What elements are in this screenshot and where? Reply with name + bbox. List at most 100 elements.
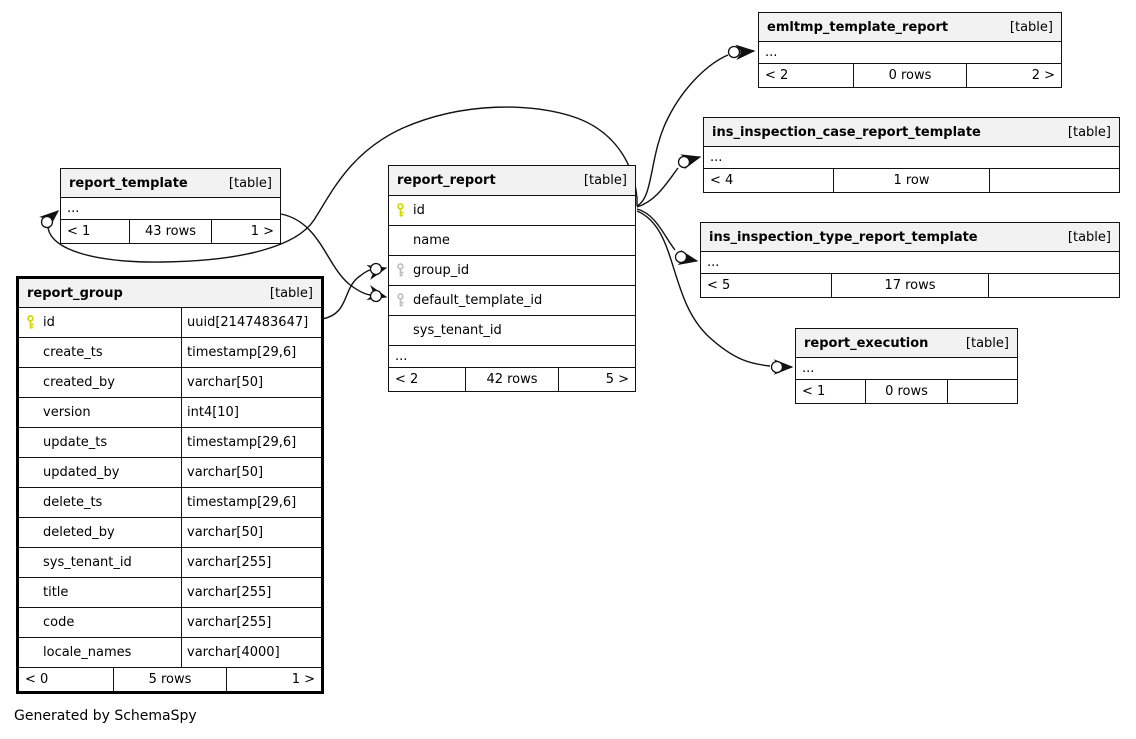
column-name: locale_names — [43, 645, 132, 660]
relation-endpoint-circle — [677, 155, 691, 169]
primary-key-icon — [395, 203, 409, 218]
table-ins-inspection-type-report-template: ins_inspection_type_report_template [tab… — [700, 222, 1120, 298]
table-name: ins_inspection_case_report_template — [712, 124, 981, 140]
column-name: delete_ts — [43, 495, 103, 510]
table-footer: < 1 0 rows — [796, 380, 1017, 403]
table-name: ins_inspection_type_report_template — [709, 229, 978, 245]
hidden-columns-row: ... — [701, 252, 1119, 274]
table-header[interactable]: report_group [table] — [19, 279, 321, 308]
column-row-update-ts: update_ts timestamp[29,6] — [19, 428, 321, 458]
column-name: group_id — [413, 263, 470, 278]
column-row-version: version int4[10] — [19, 398, 321, 428]
column-type: varchar[50] — [181, 518, 321, 547]
table-name: emltmp_template_report — [767, 19, 949, 35]
footer-row-count: 43 rows — [128, 220, 213, 243]
table-footer: < 1 43 rows 1 > — [61, 220, 280, 243]
column-type: timestamp[29,6] — [181, 428, 321, 457]
column-type: timestamp[29,6] — [181, 488, 321, 517]
table-name: report_template — [69, 175, 188, 191]
table-type-tag: [table] — [269, 285, 313, 301]
table-name: report_group — [27, 285, 123, 301]
table-header[interactable]: emltmp_template_report [table] — [759, 13, 1061, 42]
relation-endpoint-circle — [727, 45, 741, 59]
footer-parent-count: < 4 — [710, 173, 734, 188]
table-type-tag: [table] — [1009, 19, 1053, 35]
table-ins-inspection-case-report-template: ins_inspection_case_report_template [tab… — [703, 117, 1120, 193]
footer-child-count — [948, 380, 1017, 403]
table-header[interactable]: ins_inspection_type_report_template [tab… — [701, 223, 1119, 252]
relation-arrow-default-template-id — [366, 285, 388, 301]
hidden-columns-row: ... — [796, 358, 1017, 380]
relation-arrow-group-id — [366, 264, 388, 280]
table-report-template: report_template [table] ... < 1 43 rows … — [60, 168, 281, 244]
table-type-tag: [table] — [1067, 229, 1111, 245]
relation-endpoint-circle — [674, 250, 688, 264]
column-name: update_ts — [43, 435, 108, 450]
relation-group-to-group-id — [321, 269, 371, 320]
footer-parent-count: < 5 — [707, 278, 731, 293]
column-name: code — [43, 615, 75, 630]
column-type: uuid[2147483647] — [181, 308, 321, 337]
table-report-group: report_group [table] id uuid[2147483647]… — [16, 276, 324, 694]
relation-arrow-emltmp — [735, 44, 756, 60]
table-name: report_report — [397, 173, 496, 188]
table-report-report: report_report [table] id name group_id d… — [388, 165, 636, 392]
column-name: deleted_by — [43, 525, 115, 540]
column-name: sys_tenant_id — [413, 323, 502, 338]
relation-report-to-ins-case — [636, 167, 679, 208]
footer-child-count — [990, 169, 1119, 192]
column-row-id: id — [389, 196, 635, 226]
footer-parent-count: < 1 — [67, 224, 91, 239]
column-name: create_ts — [43, 345, 103, 360]
relation-arrow-ins-type — [677, 249, 699, 265]
footer-parent-count: < 2 — [395, 372, 419, 387]
table-header[interactable]: report_report [table] — [389, 166, 635, 196]
column-row-locale-names: locale_names varchar[4000] — [19, 638, 321, 668]
footer-row-count: 17 rows — [830, 274, 990, 297]
column-name: id — [43, 315, 55, 330]
table-header[interactable]: report_template [table] — [61, 169, 280, 198]
column-row-code: code varchar[255] — [19, 608, 321, 638]
table-type-tag: [table] — [1067, 124, 1111, 140]
footer-parent-count: < 1 — [802, 384, 826, 399]
table-type-tag: [table] — [228, 175, 272, 191]
footer-row-count: 0 rows — [864, 380, 949, 403]
table-name: report_execution — [804, 335, 929, 351]
primary-key-icon — [25, 315, 39, 330]
table-type-tag: [table] — [965, 335, 1009, 351]
column-name: updated_by — [43, 465, 120, 480]
relation-arrow-template — [39, 210, 60, 229]
column-row-group-id: group_id — [389, 256, 635, 286]
foreign-key-icon — [395, 293, 409, 308]
relation-arrow-ins-case — [680, 154, 702, 170]
table-footer: < 0 5 rows 1 > — [19, 668, 321, 691]
footer-parent-count: < 0 — [25, 672, 49, 687]
footer-row-count: 5 rows — [112, 668, 228, 691]
column-row-id: id uuid[2147483647] — [19, 308, 321, 338]
table-footer: < 2 42 rows 5 > — [389, 368, 635, 391]
column-row-updated-by: updated_by varchar[50] — [19, 458, 321, 488]
relation-report-to-ins-type — [636, 208, 676, 251]
footer-child-count — [989, 274, 1119, 297]
footer-parent-count: < 2 — [765, 68, 789, 83]
column-row-title: title varchar[255] — [19, 578, 321, 608]
column-name: id — [413, 203, 425, 218]
footer-child-count: 2 > — [1031, 68, 1055, 83]
table-emltmp-template-report: emltmp_template_report [table] ... < 2 0… — [758, 12, 1062, 88]
footer-child-count: 5 > — [605, 372, 629, 387]
column-type: varchar[50] — [181, 458, 321, 487]
footer-row-count: 1 row — [832, 169, 991, 192]
column-name: default_template_id — [413, 293, 543, 308]
table-header[interactable]: report_execution [table] — [796, 329, 1017, 358]
table-header[interactable]: ins_inspection_case_report_template [tab… — [704, 118, 1119, 147]
footer-row-count: 0 rows — [852, 64, 968, 87]
column-type: varchar[50] — [181, 368, 321, 397]
column-row-delete-ts: delete_ts timestamp[29,6] — [19, 488, 321, 518]
relation-endpoint-circle — [369, 289, 383, 303]
column-row-created-by: created_by varchar[50] — [19, 368, 321, 398]
relation-endpoint-circle — [40, 215, 54, 229]
relation-endpoint-circle — [369, 262, 383, 276]
column-row-create-ts: create_ts timestamp[29,6] — [19, 338, 321, 368]
footer-row-count: 42 rows — [465, 368, 559, 391]
column-type: varchar[255] — [181, 608, 321, 637]
